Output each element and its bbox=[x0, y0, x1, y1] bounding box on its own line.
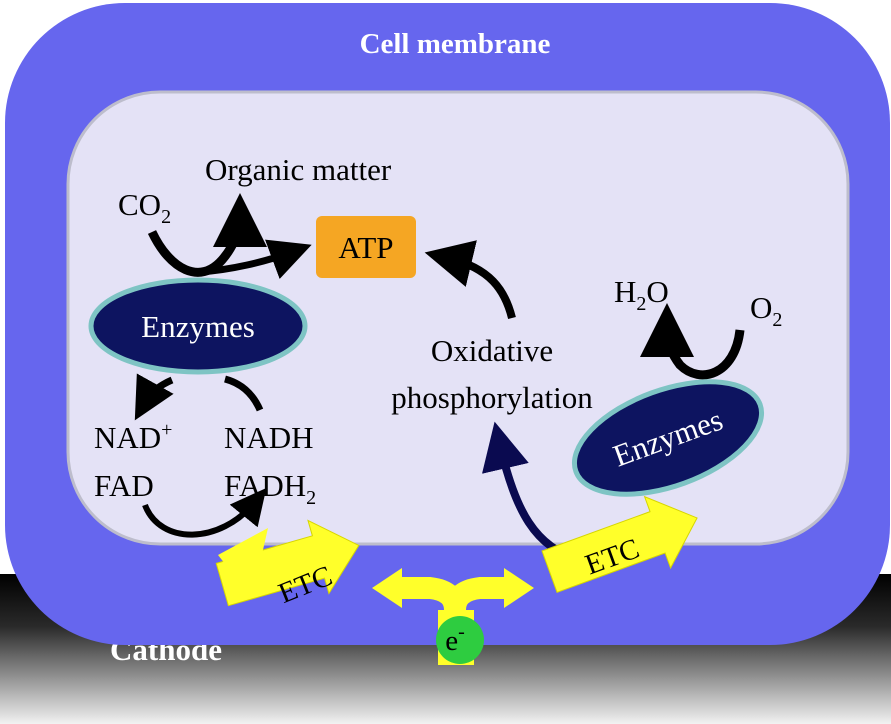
enzymes-left-label: Enzymes bbox=[141, 309, 255, 344]
electron-split-arrow-right bbox=[444, 577, 508, 611]
co2-label: CO2 bbox=[118, 187, 171, 228]
o2-label: O2 bbox=[750, 290, 782, 331]
etc-arrow-right bbox=[541, 495, 698, 593]
co2-fixation-arrow bbox=[147, 193, 267, 277]
etc-arrow-left-head bbox=[218, 528, 268, 598]
oxidative-label-line2: phosphorylation bbox=[391, 380, 593, 415]
arrow-to-atp-left bbox=[199, 239, 312, 279]
cell-membrane-label: Cell membrane bbox=[360, 28, 551, 60]
fad-label: FAD bbox=[94, 468, 154, 503]
atp-box bbox=[316, 216, 416, 278]
nad-arrow-left bbox=[134, 373, 174, 421]
arrow-oxphos-to-atp bbox=[424, 240, 516, 320]
enzymes-left bbox=[88, 277, 308, 375]
organic-matter-label: Organic matter bbox=[205, 152, 392, 187]
electron-arrow-head-left bbox=[372, 568, 402, 608]
fad-reduction-arrow bbox=[142, 488, 267, 538]
electron-circle bbox=[436, 616, 484, 664]
fadh2-label: FADH2 bbox=[224, 468, 316, 509]
enzymes-right bbox=[571, 379, 765, 497]
oxidative-label-line1: Oxidative bbox=[431, 333, 553, 368]
nadh-label: NADH bbox=[224, 420, 314, 455]
nad-arrow-right bbox=[223, 375, 264, 412]
atp-label: ATP bbox=[338, 230, 393, 265]
electron-arrow-head-right bbox=[504, 568, 534, 608]
electron-label: e- bbox=[445, 621, 465, 657]
nad-plus-label: NAD+ bbox=[94, 419, 172, 455]
oxygen-reduction-arrow bbox=[640, 303, 745, 380]
